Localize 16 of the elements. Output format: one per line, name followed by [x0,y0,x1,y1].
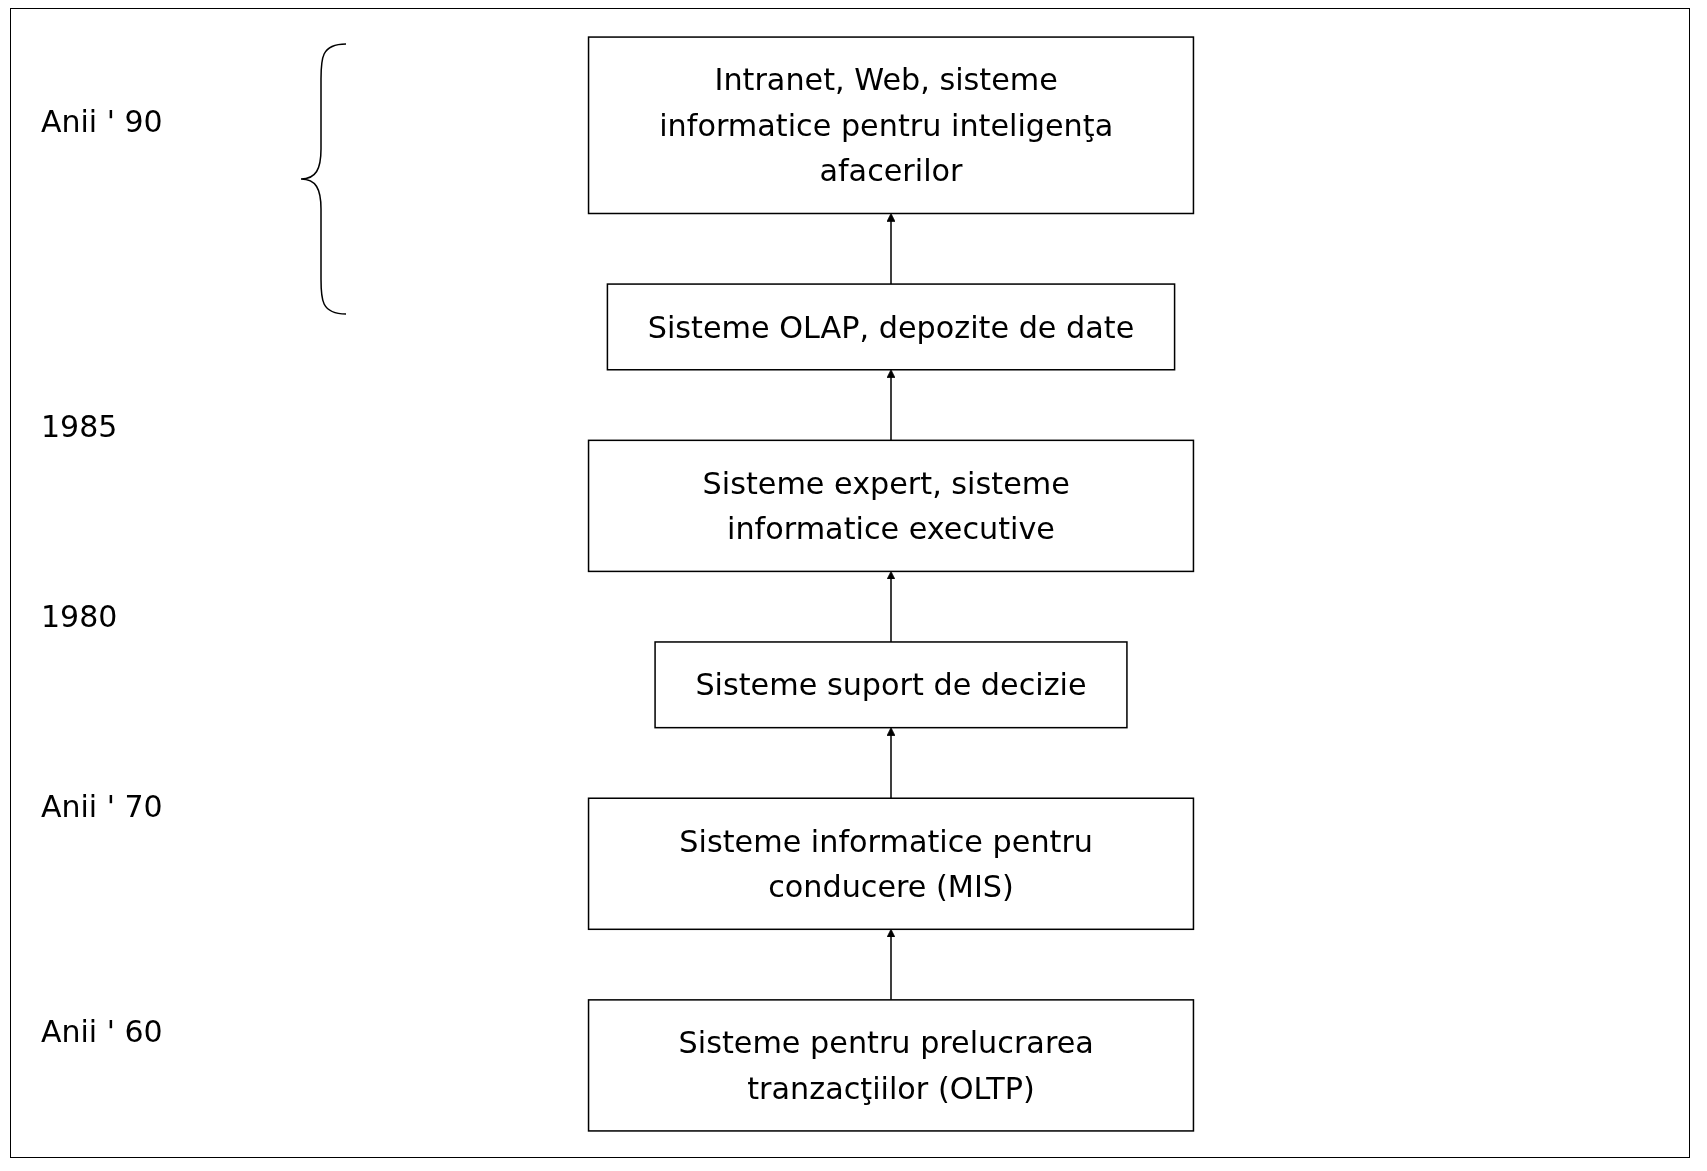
period-label: Anii ' 90 [41,104,163,139]
arrow [886,727,896,799]
node-box: Sisteme OLAP, depozite de date [606,283,1176,371]
arrow [886,928,896,1001]
node-box: Sisteme expert, sisteme informatice executive [587,439,1195,573]
period-label: Anii ' 70 [41,789,163,824]
node-box: Sisteme informatice pentru conducere (MIS) [587,797,1195,931]
node-box: Intranet, Web, sisteme informatice pentru inteligenţa afacerilor [587,36,1195,215]
arrow [886,571,896,643]
period-label: 1985 [41,409,118,444]
node-box: Sisteme suport de decizie [654,641,1128,729]
period-label: Anii ' 60 [41,1014,163,1049]
arrow [886,369,896,442]
node-box: Sisteme pentru prelucrarea tranzacţiilor (OLTP) [587,999,1195,1132]
arrow [886,213,896,285]
period-label: 1980 [41,599,118,634]
